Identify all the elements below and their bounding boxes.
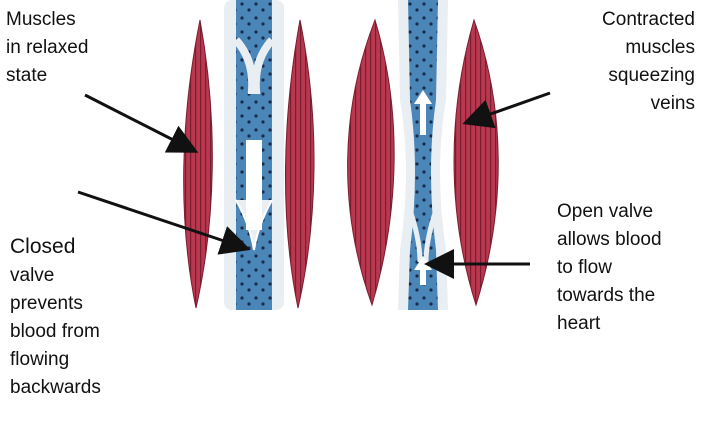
contracted-muscle-right (454, 20, 498, 305)
label-closed-rest: valve prevents blood from flowing backwa… (10, 265, 101, 398)
relaxed-muscle-left (184, 20, 213, 308)
label-open-valve: Open valve allows blood to flow towards … (557, 198, 662, 338)
relaxed-muscle-right (285, 20, 314, 308)
label-relaxed-muscles: Muscles in relaxed state (6, 6, 88, 90)
relaxed-vein (224, 0, 284, 310)
label-contracted-muscles: Contracted muscles squeezing veins (602, 6, 695, 118)
arrow-relaxed (85, 95, 193, 150)
label-closed-valve: Closed valve prevents blood from flowing… (10, 233, 101, 402)
arrow-closed-valve (78, 192, 245, 248)
contracted-muscle-left (348, 20, 395, 305)
label-closed-word: Closed (10, 235, 75, 258)
